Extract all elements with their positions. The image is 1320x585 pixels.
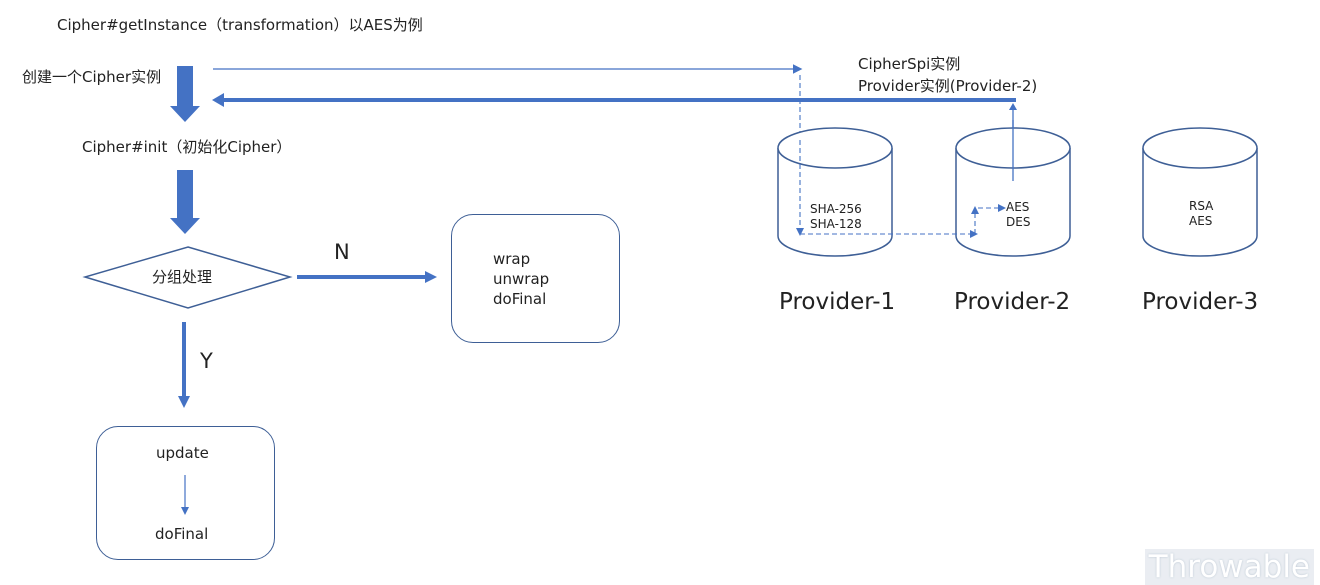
down-arrow-create [170,66,200,122]
provider-2-name: Provider-2 [954,289,1071,315]
provider-1-name: Provider-1 [779,289,896,315]
no-box-line-2: unwrap [493,270,550,288]
no-box-line-3: doFinal [493,290,547,308]
init-cipher-label: Cipher#init（初始化Cipher） [82,138,292,156]
provider-2-algo-2: DES [1006,215,1031,229]
provider-3-cylinder [1142,127,1258,257]
down-arrow-init [170,170,200,234]
arrow-no [297,271,437,283]
dofinal-label: doFinal [155,525,209,543]
no-branch-box: wrap unwrap doFinal [451,214,620,343]
provider-3-name: Provider-3 [1142,289,1259,315]
update-to-dofinal-arrow [181,475,189,515]
get-instance-label: Cipher#getInstance（transformation）以AES为例 [57,16,423,34]
create-cipher-label: 创建一个Cipher实例 [22,68,162,86]
provider-1-algo-2: SHA-128 [810,217,862,231]
no-label: N [334,240,350,264]
provider-instance-label: Provider实例(Provider-2) [858,77,1038,95]
watermark: Throwable [1144,549,1314,585]
update-label: update [156,444,209,462]
provider-1-algo-1: SHA-256 [810,202,862,216]
provider-3-algo-1: RSA [1189,199,1214,213]
yes-label: Y [200,349,213,373]
no-box-line-1: wrap [493,250,531,268]
provider-2-algo-1: AES [1006,200,1030,214]
decision-label: 分组处理 [152,268,213,286]
ciphersp-instance-label: CipherSpi实例 [858,55,961,73]
provider-3-algo-2: AES [1189,214,1213,228]
arrow-yes [178,322,190,408]
provider-1-cylinder [777,127,893,257]
decision-diamond [82,246,293,309]
yes-branch-box: update doFinal [96,426,275,560]
